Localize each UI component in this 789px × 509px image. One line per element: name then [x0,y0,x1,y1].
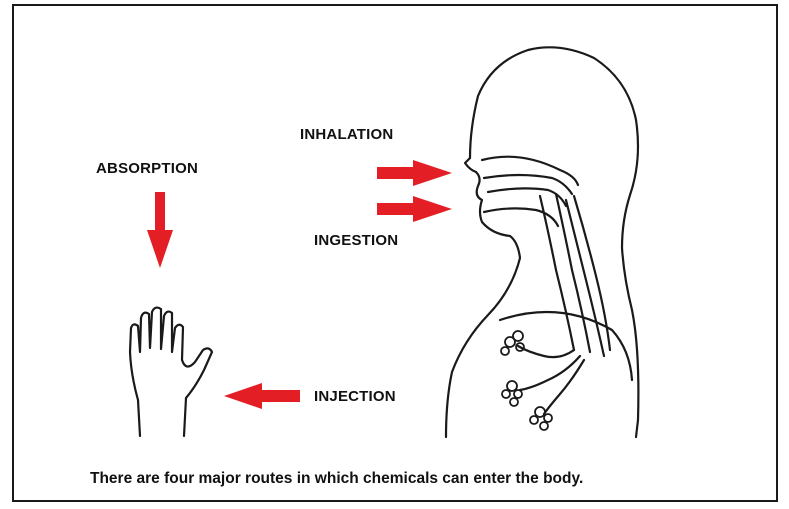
alveoli-illustration [501,331,552,430]
inhalation-label: INHALATION [300,126,393,143]
diagram-caption: There are four major routes in which che… [90,470,730,488]
hand-illustration [130,308,212,436]
injection-arrow [224,383,300,409]
inhalation-arrow [377,160,452,186]
ingestion-arrow [377,196,452,222]
ingestion-label: INGESTION [314,232,398,249]
head-profile-illustration [446,47,638,437]
absorption-label: ABSORPTION [96,160,198,177]
absorption-arrow [147,192,173,268]
injection-label: INJECTION [314,388,396,405]
